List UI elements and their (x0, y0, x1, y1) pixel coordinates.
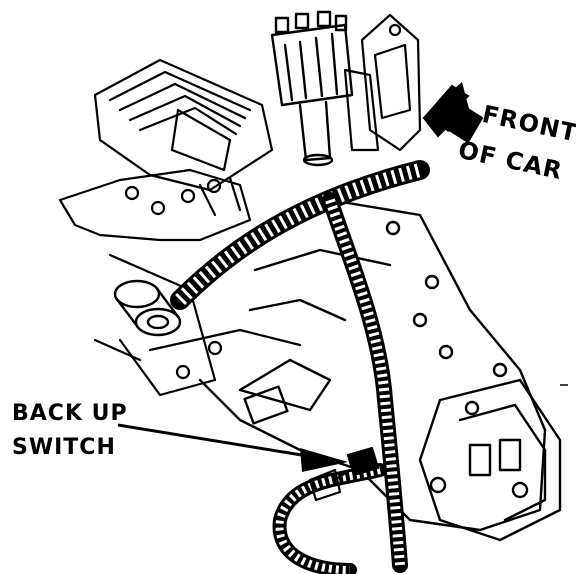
switch-pointer-arrow (117, 423, 348, 472)
distributor (270, 10, 354, 167)
front-label-line2: OF CAR (456, 136, 565, 185)
back-up-switch-label: BACK UP SWITCH (12, 401, 128, 460)
front-of-car-arrow (422, 82, 484, 144)
back-up-switch (308, 446, 380, 502)
valve-cover (93, 58, 274, 192)
front-of-car-label: FRONT OF CAR (456, 100, 576, 185)
wiring-harness-loom (170, 160, 430, 574)
transmission-case (198, 198, 547, 532)
oil-filter (113, 279, 182, 337)
exhaust-manifold (58, 168, 252, 242)
coil-bracket (343, 13, 422, 152)
tail-housing (418, 378, 562, 542)
switch-label-line1: BACK UP (12, 401, 128, 426)
front-label-line1: FRONT (480, 100, 576, 148)
switch-label-line2: SWITCH (12, 435, 116, 460)
engine-block (93, 253, 302, 397)
